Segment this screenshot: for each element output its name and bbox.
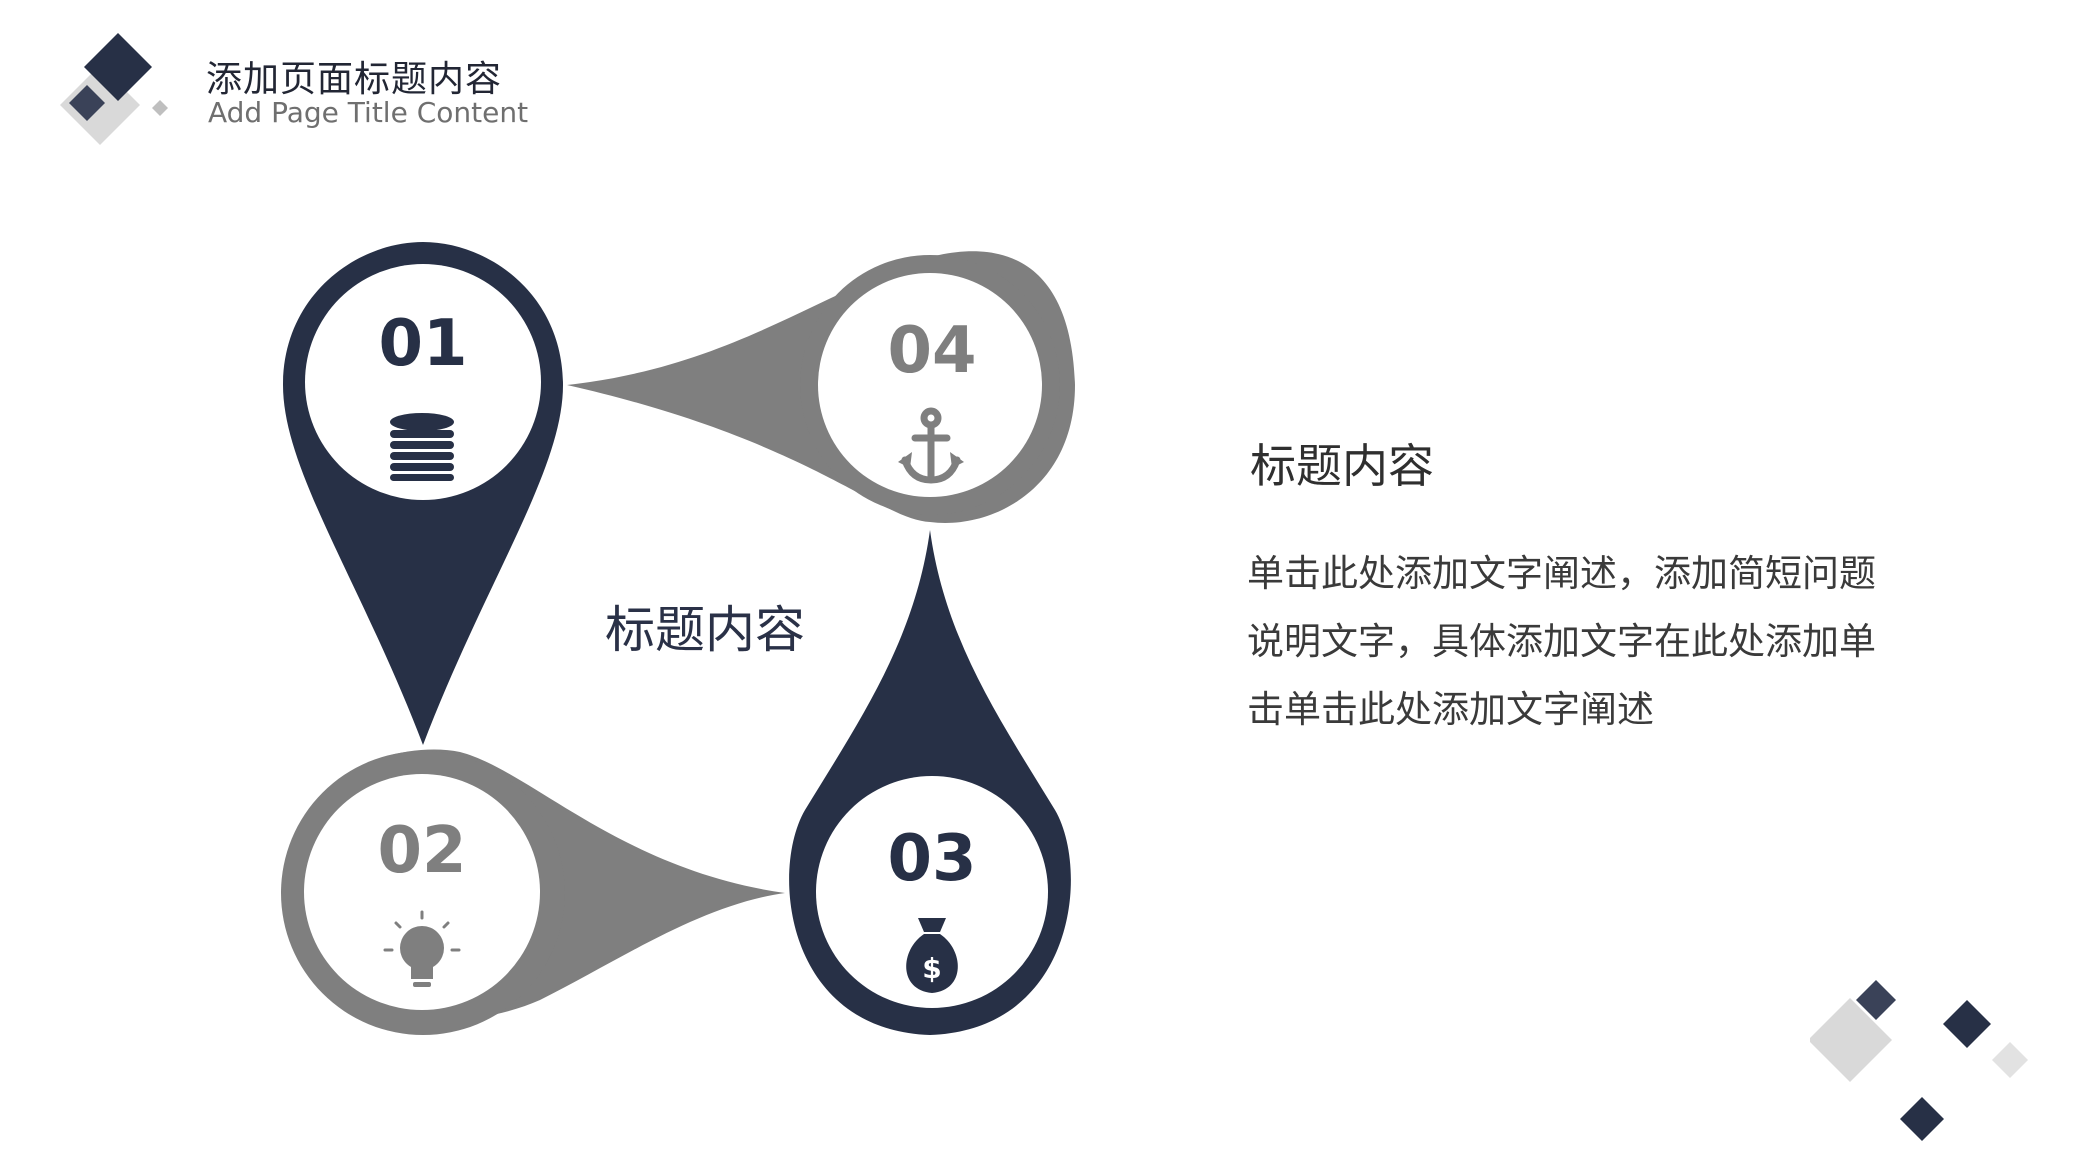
- step-02-shape: [281, 749, 785, 1035]
- anchor-icon: [901, 407, 961, 484]
- logo-diamonds-icon: [60, 33, 168, 145]
- svg-text:$: $: [922, 952, 941, 985]
- money-bag-icon: $: [906, 918, 958, 993]
- step-03-number: 03: [887, 822, 976, 896]
- step-04-shape: [567, 251, 1075, 523]
- step-02-number: 02: [377, 814, 466, 888]
- lightbulb-icon: [383, 910, 461, 987]
- step-03-shape: [789, 530, 1071, 1035]
- page-title: 添加页面标题内容: [206, 59, 503, 100]
- step-01-number: 01: [378, 307, 467, 381]
- diagram-center-label: 标题内容: [605, 601, 805, 659]
- side-panel-title: 标题内容: [1250, 439, 1434, 493]
- anchor-right-tip: [950, 452, 964, 468]
- step-04-number: 04: [887, 314, 976, 388]
- decorative-diamonds-icon: [1810, 980, 2028, 1141]
- anchor-left-tip: [898, 452, 912, 468]
- page-header: 添加页面标题内容 Add Page Title Content: [0, 0, 700, 180]
- coin-stack-icon: [390, 413, 454, 481]
- page-subtitle: Add Page Title Content: [208, 96, 529, 129]
- side-panel-body: 单击此处添加文字阐述，添加简短问题说明文字，具体添加文字在此处添加单击单击此处添…: [1247, 552, 1876, 731]
- step-01-shape: [283, 242, 563, 745]
